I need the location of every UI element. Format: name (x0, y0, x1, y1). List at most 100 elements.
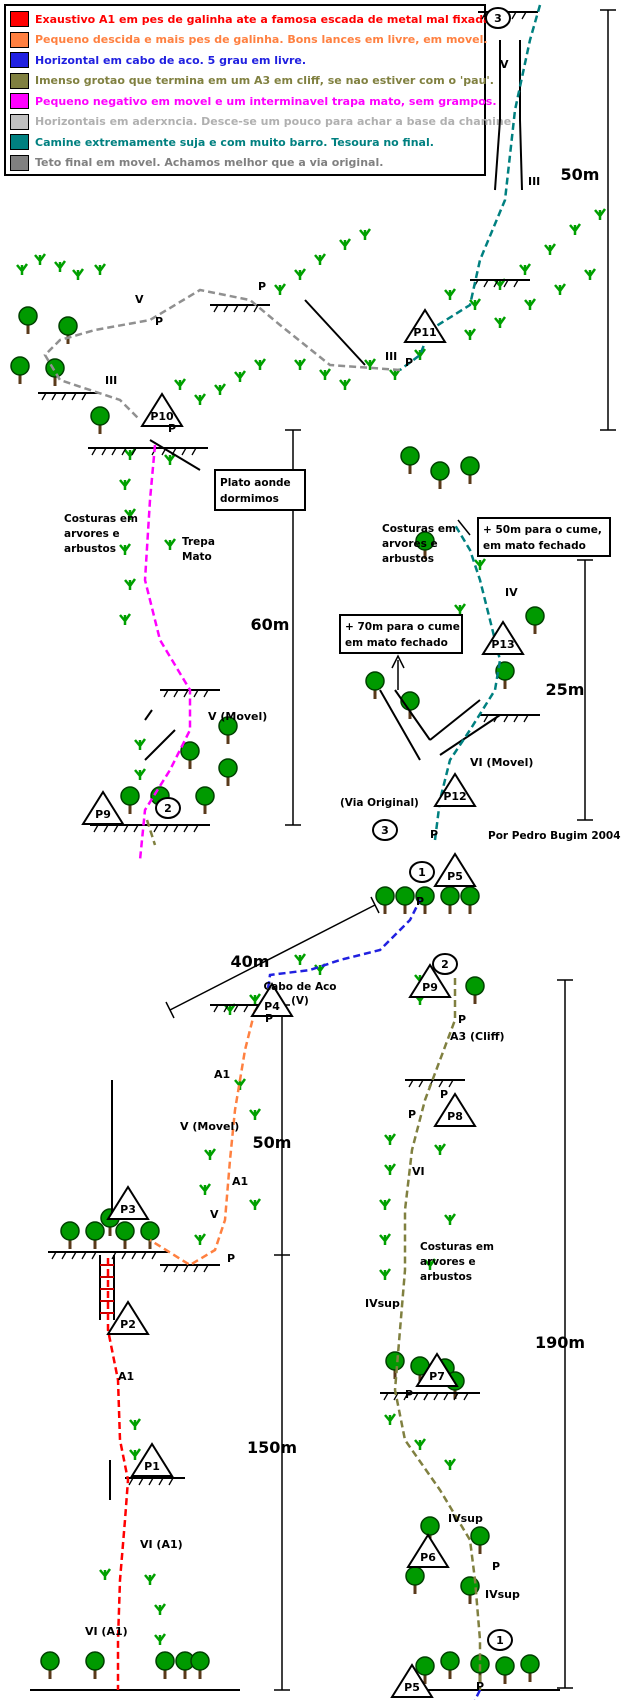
rock-ledges (30, 11, 560, 1691)
svg-text:P: P (405, 356, 413, 369)
belay-P11: P11 (403, 308, 447, 343)
legend-text: Horizontal em cabo de aco. 5 grau em liv… (35, 53, 307, 67)
belay-label: P5 (404, 1681, 420, 1694)
grade-label: III (528, 175, 540, 188)
grade-label: V (210, 1208, 219, 1221)
belay-P1: P1 (130, 1442, 174, 1477)
vegetation (10, 207, 607, 1685)
note-line: (Via Original) (340, 797, 419, 809)
grade-label: III (385, 350, 397, 363)
dimension-lines (165, 9, 616, 1691)
legend-row: Horizontal em cabo de aco. 5 grau em liv… (10, 50, 480, 71)
belay-label: P4 (264, 1000, 280, 1013)
note-line: dormimos (220, 493, 279, 505)
grade-label: A1 (232, 1175, 248, 1188)
legend-text: Exaustivo A1 em pes de galinha ate a fam… (35, 12, 496, 26)
distance-label: 40m (231, 952, 270, 971)
note-line: Costuras em (420, 1241, 494, 1253)
svg-text:P: P (416, 895, 424, 908)
grade-label: V (135, 293, 144, 306)
author-credit: Por Pedro Bugim 2004 (488, 830, 621, 842)
belay-P3: P3 (106, 1185, 150, 1220)
belay-P5-top: P5 (433, 852, 477, 887)
note-line: (V) (291, 995, 309, 1007)
belay-P7: P7 (415, 1352, 459, 1387)
point-3: 3 (494, 12, 502, 25)
svg-text:P: P (227, 1252, 235, 1265)
route-pitch-gray (43, 288, 401, 421)
grade-label: A3 (Cliff) (450, 1030, 505, 1043)
route-pitch-olive (393, 978, 482, 1690)
belay-label: P6 (420, 1551, 436, 1564)
grade-label: V (Movel) (180, 1120, 239, 1133)
legend-text: Pequeno descida e mais pes de galinha. B… (35, 33, 488, 47)
belay-label: P12 (443, 790, 466, 803)
note-line: + 70m para o cume (345, 621, 460, 633)
point-2: 2 (164, 802, 172, 815)
belay-label: P5 (447, 870, 463, 883)
cume50-box (477, 517, 611, 557)
belay-markers: P11 P10 P13 P12 P9 P5 P9 P4 P8 P3 P2 P7 … (81, 308, 525, 1698)
note-line: + 50m para o cume, (483, 524, 602, 536)
belay-label: P3 (120, 1203, 136, 1216)
svg-text:P: P (258, 280, 266, 293)
distance-label: 60m (251, 615, 290, 634)
point-1: 1 (418, 866, 426, 879)
svg-text:P: P (440, 1088, 448, 1101)
legend-swatch (10, 31, 29, 48)
belay-label: P2 (120, 1318, 136, 1331)
svg-text:P: P (168, 422, 176, 435)
belay-label: P9 (95, 808, 111, 821)
legend-row: Pequeno negativo em movel e um intermina… (10, 91, 497, 112)
belay-label: P7 (429, 1370, 445, 1383)
route-pitch-teal (399, 4, 542, 371)
svg-text:P: P (265, 1012, 273, 1025)
belay-label: P1 (144, 1460, 160, 1473)
note-line: arvores e (382, 538, 438, 550)
route-pitch-teal-2 (433, 524, 502, 841)
legend-row: Imenso grotao que termina em um A3 em cl… (10, 71, 494, 92)
cume70-box (339, 614, 463, 654)
note-line: Costuras em (382, 523, 456, 535)
svg-text:P: P (408, 1108, 416, 1121)
note-line: arbustos (420, 1271, 472, 1283)
grade-label: VI (A1) (140, 1538, 183, 1551)
svg-text:P: P (476, 1680, 484, 1693)
route-pitch-magenta (138, 444, 192, 861)
legend: Exaustivo A1 em pes de galinha ate a fam… (4, 4, 515, 176)
route-pitch-blue (263, 899, 422, 1011)
note-line: em mato fechado (345, 637, 448, 649)
belay-P8: P8 (433, 1092, 477, 1127)
route-pitch-red (106, 1258, 130, 1690)
svg-text:P: P (458, 1013, 466, 1026)
point-3: 3 (381, 824, 389, 837)
grade-label: A1 (214, 1068, 230, 1081)
belay-P5-bottom: P5 (390, 1663, 434, 1698)
legend-swatch (10, 52, 29, 69)
point-2: 2 (441, 958, 449, 971)
legend-text: Imenso grotao que termina em um A3 em cl… (35, 74, 494, 88)
belay-P2: P2 (106, 1300, 150, 1335)
svg-text:P: P (405, 1388, 413, 1401)
distance-label: 25m (546, 680, 585, 699)
legend-row: Exaustivo A1 em pes de galinha ate a fam… (10, 9, 496, 30)
note-line: arbustos (64, 543, 116, 555)
legend-swatch (10, 93, 29, 110)
belay-P9-top: P9 (81, 790, 125, 825)
belay-P6: P6 (406, 1533, 450, 1568)
legend-text: Camine extremamente suja e com muito bar… (35, 135, 434, 149)
note-line: arvores e (64, 528, 120, 540)
note-line: Costuras em (64, 513, 138, 525)
belay-label: P10 (150, 410, 174, 423)
grade-label: V (500, 58, 509, 71)
belay-label: P11 (413, 326, 436, 339)
grade-label: IVsup (485, 1588, 520, 1601)
grade-label: VI (412, 1165, 425, 1178)
anchor-marks: PPP PPP PPP PPP PP (155, 280, 500, 1693)
grade-labels: V III III III V V (Movel) IV VI (Movel) … (85, 58, 540, 1638)
legend-swatch (10, 113, 29, 130)
grade-label: A1 (118, 1370, 134, 1383)
legend-text: Teto final em movel. Achamos melhor que … (35, 156, 384, 170)
svg-text:P: P (492, 1560, 500, 1573)
